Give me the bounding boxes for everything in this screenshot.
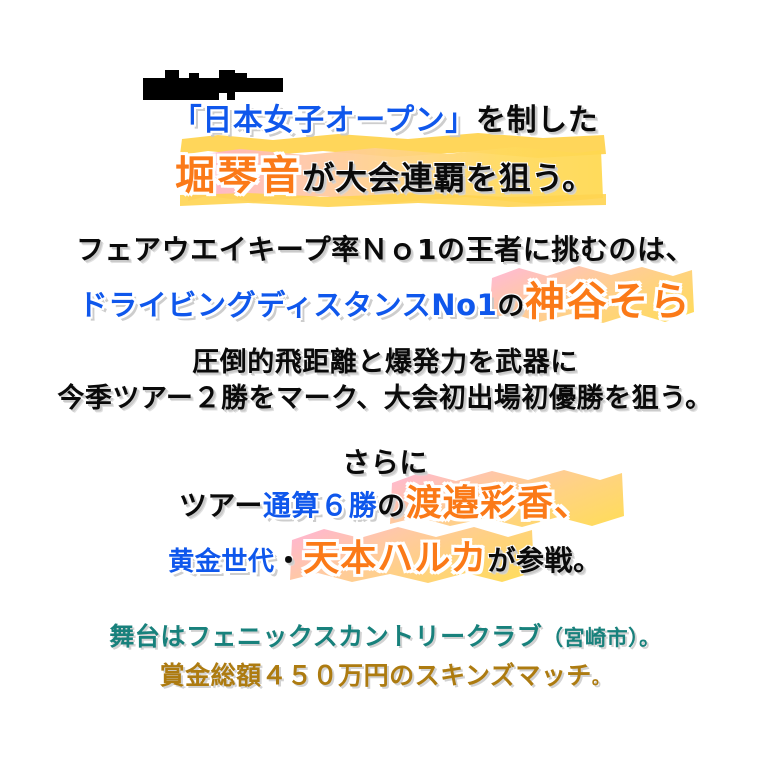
venue-city: （宮崎市）。 bbox=[542, 626, 661, 650]
player-name-watanabe-ayaka: 渡邉彩香、 bbox=[405, 483, 592, 524]
block5-line2: 賞金総額４５０万円のスキンズマッチ。 bbox=[0, 663, 770, 688]
prize-money-text: 賞金総額４５０万円のスキンズマッチ bbox=[159, 661, 592, 690]
venue-name: 舞台はフェニックスカントリークラブ bbox=[109, 622, 543, 651]
block1-line1-quoted-title: 「日本女子オープン」 bbox=[171, 103, 476, 138]
block5-line1: 舞台はフェニックスカントリークラブ（宮崎市）。 bbox=[0, 624, 770, 649]
block4-line3-separator: ・ bbox=[274, 544, 304, 577]
block1-line1-suffix: を制した bbox=[475, 103, 599, 138]
player-name-hori-kotone: 堀琴音 bbox=[175, 153, 303, 199]
block2-line1-text: フェアウエイキープ率Ｎｏ1の王者に挑むのは、 bbox=[75, 233, 695, 266]
block4-line2-particle: の bbox=[377, 489, 406, 522]
block2-line2: ドライビングディスタンスNo1の神谷そら bbox=[0, 282, 770, 322]
block2-line1: フェアウエイキープ率Ｎｏ1の王者に挑むのは、 bbox=[0, 236, 770, 264]
block4-line3: 黄金世代・天本ハルカが参戦。 bbox=[0, 541, 770, 577]
block3-line2: 今季ツアー２勝をマーク、大会初出場初優勝を狙う。 bbox=[0, 385, 770, 412]
block3-line1-text: 圧倒的飛距離と爆発力を武器に bbox=[192, 347, 578, 378]
block2-line2-driving-distance: ドライビングディスタンスNo1 bbox=[78, 288, 498, 322]
block4-line2-tour-wins: 通算６勝 bbox=[262, 489, 378, 522]
player-name-amamoto-haruka: 天本ハルカ bbox=[303, 538, 488, 579]
block4-line3-suffix: が参戦。 bbox=[487, 544, 602, 577]
block4-line3-golden-generation: 黄金世代 bbox=[168, 547, 275, 577]
block4-line2-tour-prefix: ツアー bbox=[178, 489, 263, 522]
block2-line2-particle: の bbox=[497, 291, 525, 322]
prize-money-period: 。 bbox=[591, 668, 611, 689]
block4-line1-text: さらに bbox=[342, 446, 428, 479]
block4-line1: さらに bbox=[0, 449, 770, 477]
block1-line2: 堀琴音が大会連覇を狙う。 bbox=[0, 156, 770, 196]
block3-line1: 圧倒的飛距離と爆発力を武器に bbox=[0, 349, 770, 376]
redacted-heading-bar bbox=[143, 70, 283, 100]
block1-line1: 「日本女子オープン」を制した bbox=[0, 106, 770, 136]
block1-line2-suffix: が大会連覇を狙う。 bbox=[302, 159, 595, 197]
block3-line2-text: 今季ツアー２勝をマーク、大会初出場初優勝を狙う。 bbox=[57, 383, 713, 414]
block4-line2: ツアー通算６勝の渡邉彩香、 bbox=[0, 486, 770, 522]
player-name-kamiya-sora: 神谷そら bbox=[524, 279, 692, 325]
